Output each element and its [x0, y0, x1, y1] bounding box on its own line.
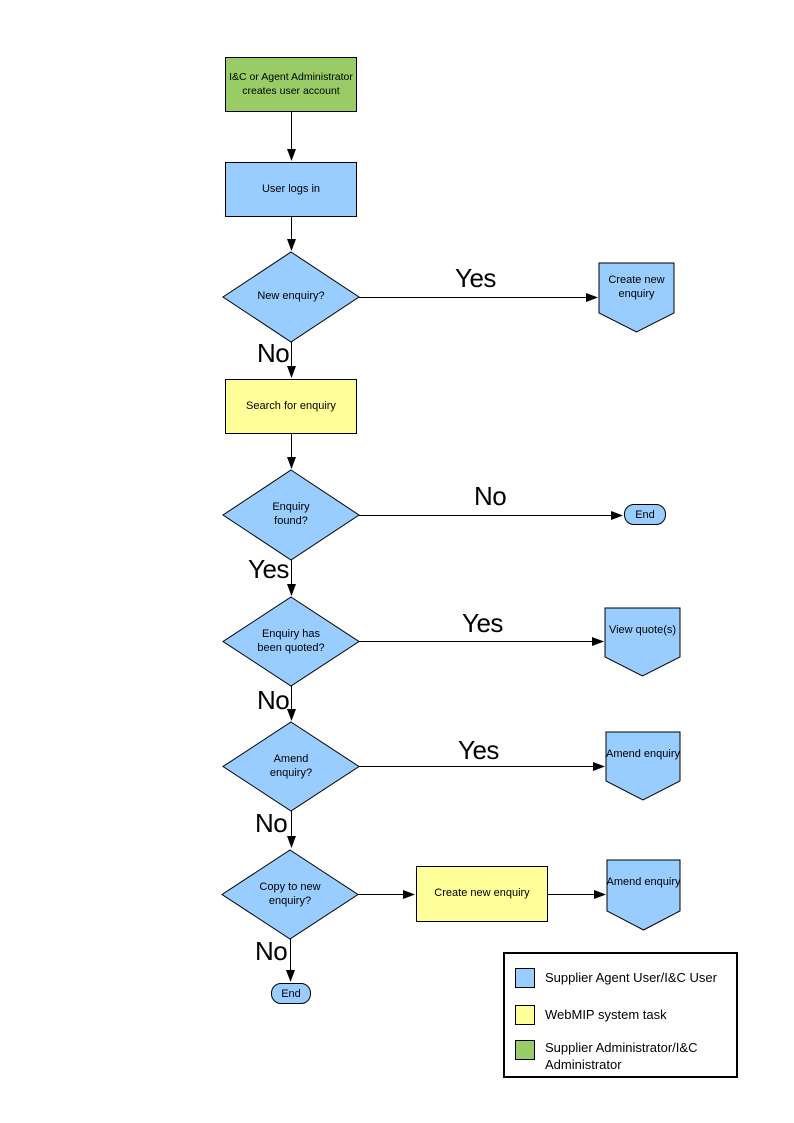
process-create-account-label: I&C or Agent Administrator creates user … [229, 71, 353, 97]
legend-label-supplier-agent-user: Supplier Agent User/I&C User [545, 969, 717, 985]
label-amend-enquiry-yes: Yes [458, 735, 499, 765]
decision-enquiry-quoted-shape [222, 596, 360, 687]
decision-enquiry-quoted: Enquiry has been quoted? [241, 621, 341, 662]
decision-copy-to-new-enquiry-label: Copy to new enquiry? [259, 880, 321, 907]
offpage-amend-enquiry-2-shape [606, 859, 681, 931]
legend-label-webmip-system-task: WebMIP system task [545, 1006, 667, 1022]
task-search-for-enquiry-label: Search for enquiry [246, 399, 336, 412]
label-enquiry-quoted-yes: Yes [462, 608, 503, 638]
offpage-view-quotes-label: View quote(s) [608, 624, 677, 637]
label-enquiry-found-no: No [474, 481, 507, 511]
decision-new-enquiry-label: New enquiry? [257, 290, 325, 303]
label-enquiry-found-yes: Yes [248, 554, 289, 584]
process-user-logs-in: User logs in [225, 162, 357, 217]
offpage-amend-enquiry-1: Amend enquiry [605, 735, 681, 775]
decision-new-enquiry: New enquiry? [226, 277, 356, 317]
legend-swatch-yellow [515, 1005, 535, 1025]
legend-swatch-green [515, 1040, 535, 1060]
task-create-new-enquiry: Create new enquiry [416, 866, 548, 922]
terminator-end-final: End [271, 983, 311, 1004]
process-create-account: I&C or Agent Administrator creates user … [225, 57, 357, 112]
label-copy-to-new-no: No [255, 936, 288, 966]
process-user-logs-in-label: User logs in [261, 182, 321, 195]
decision-amend-enquiry-shape [222, 721, 360, 812]
decision-enquiry-quoted-label: Enquiry has been quoted? [257, 627, 325, 654]
offpage-view-quotes-shape [604, 607, 681, 677]
decision-copy-to-new-enquiry: Copy to new enquiry? [240, 874, 340, 915]
offpage-amend-enquiry-1-shape [605, 731, 681, 801]
task-create-new-enquiry-label: Create new enquiry [434, 887, 530, 900]
offpage-create-new-enquiry: Create new enquiry [599, 266, 674, 310]
terminator-end-not-found-label: End [635, 508, 655, 521]
decision-amend-enquiry-label: Amend enquiry? [269, 752, 313, 779]
decision-new-enquiry-shape [222, 251, 360, 343]
offpage-amend-enquiry-2: Amend enquiry [606, 863, 681, 903]
legend-label-supplier-administrator: Supplier Administrator/I&C Administrator [545, 1040, 698, 1072]
label-new-enquiry-no: No [257, 338, 290, 368]
offpage-amend-enquiry-2-label: Amend enquiry [606, 876, 681, 889]
decision-amend-enquiry: Amend enquiry? [251, 746, 331, 787]
decision-enquiry-found-shape [222, 469, 360, 561]
legend-row-webmip-system-task: WebMIP system task [515, 1005, 667, 1025]
legend-row-supplier-agent-user: Supplier Agent User/I&C User [515, 968, 717, 988]
offpage-create-new-enquiry-shape [598, 262, 675, 333]
decision-enquiry-found-label: Enquiry found? [272, 501, 310, 527]
label-enquiry-quoted-no: No [257, 685, 290, 715]
decision-copy-to-new-enquiry-shape [221, 849, 359, 940]
offpage-amend-enquiry-1-label: Amend enquiry [606, 748, 680, 761]
task-search-for-enquiry: Search for enquiry [225, 379, 357, 434]
terminator-end-final-label: End [281, 987, 301, 1000]
legend: Supplier Agent User/I&C User WebMIP syst… [503, 952, 738, 1078]
label-new-enquiry-yes: Yes [455, 263, 496, 293]
offpage-view-quotes: View quote(s) [605, 611, 680, 651]
offpage-create-new-enquiry-label: Create new enquiry [608, 274, 665, 300]
terminator-end-not-found: End [624, 504, 666, 525]
label-amend-enquiry-no: No [255, 808, 288, 838]
legend-row-supplier-administrator: Supplier Administrator/I&C Administrator [515, 1040, 697, 1074]
legend-swatch-blue [515, 968, 535, 988]
decision-enquiry-found: Enquiry found? [246, 495, 336, 535]
